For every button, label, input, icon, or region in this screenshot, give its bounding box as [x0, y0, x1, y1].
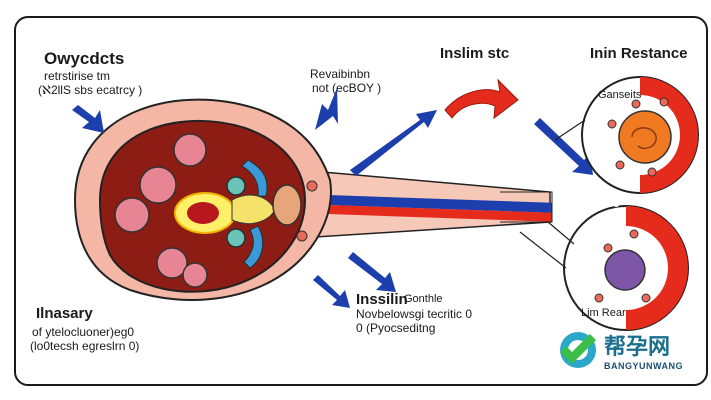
bottom-left-line2: (lo0tecsh egreslrn 0)	[30, 339, 140, 353]
top-left-title: Owycdcts	[44, 49, 125, 68]
callout-lines	[519, 119, 586, 269]
arrow-icon	[350, 110, 437, 176]
duct	[299, 169, 553, 239]
insulin-title: Inslim stc	[440, 45, 510, 62]
cell-bottom	[563, 205, 689, 331]
bottom-left-line1: of ytelocluoner)eg0	[32, 325, 135, 339]
bottom-left-title: Ilnasary	[36, 305, 93, 322]
top-left-line1: retrstirise tm	[44, 69, 110, 83]
bottom-center-title: Inssilin	[356, 291, 408, 308]
organ	[73, 98, 332, 301]
top-center-line1: Revaibinbn	[310, 67, 371, 81]
watermark-name: 帮孕网	[604, 335, 671, 360]
arrow-icon	[348, 252, 396, 292]
top-left-line2: (ℵ2llS sbs ecatrcy )	[38, 83, 143, 97]
top-center-line2: not (ecBOY )	[312, 81, 382, 95]
bottom-center-line1: Novbelowsgi tecritic 0	[356, 307, 473, 321]
blue-arrows	[72, 88, 593, 308]
watermark-sub: BANGYUNWANG	[604, 361, 683, 371]
arrow-icon	[534, 118, 593, 175]
cell-top	[581, 76, 699, 194]
curved-arrow-icon	[444, 78, 519, 120]
arrow-icon	[313, 275, 350, 308]
bottom-center-title2: Gonthle	[404, 293, 443, 305]
cell-top-label: Ganseits	[598, 89, 642, 101]
logo-icon	[560, 332, 596, 368]
cell-bottom-label: Lim Rear	[581, 307, 626, 319]
arrow-icon	[315, 88, 338, 130]
bottom-center-line2: 0 (Pyocseditng	[356, 321, 436, 335]
bar-label: Restancc	[566, 196, 620, 210]
resistance-title: Inin Restance	[590, 45, 688, 62]
arrow-icon	[72, 105, 104, 133]
